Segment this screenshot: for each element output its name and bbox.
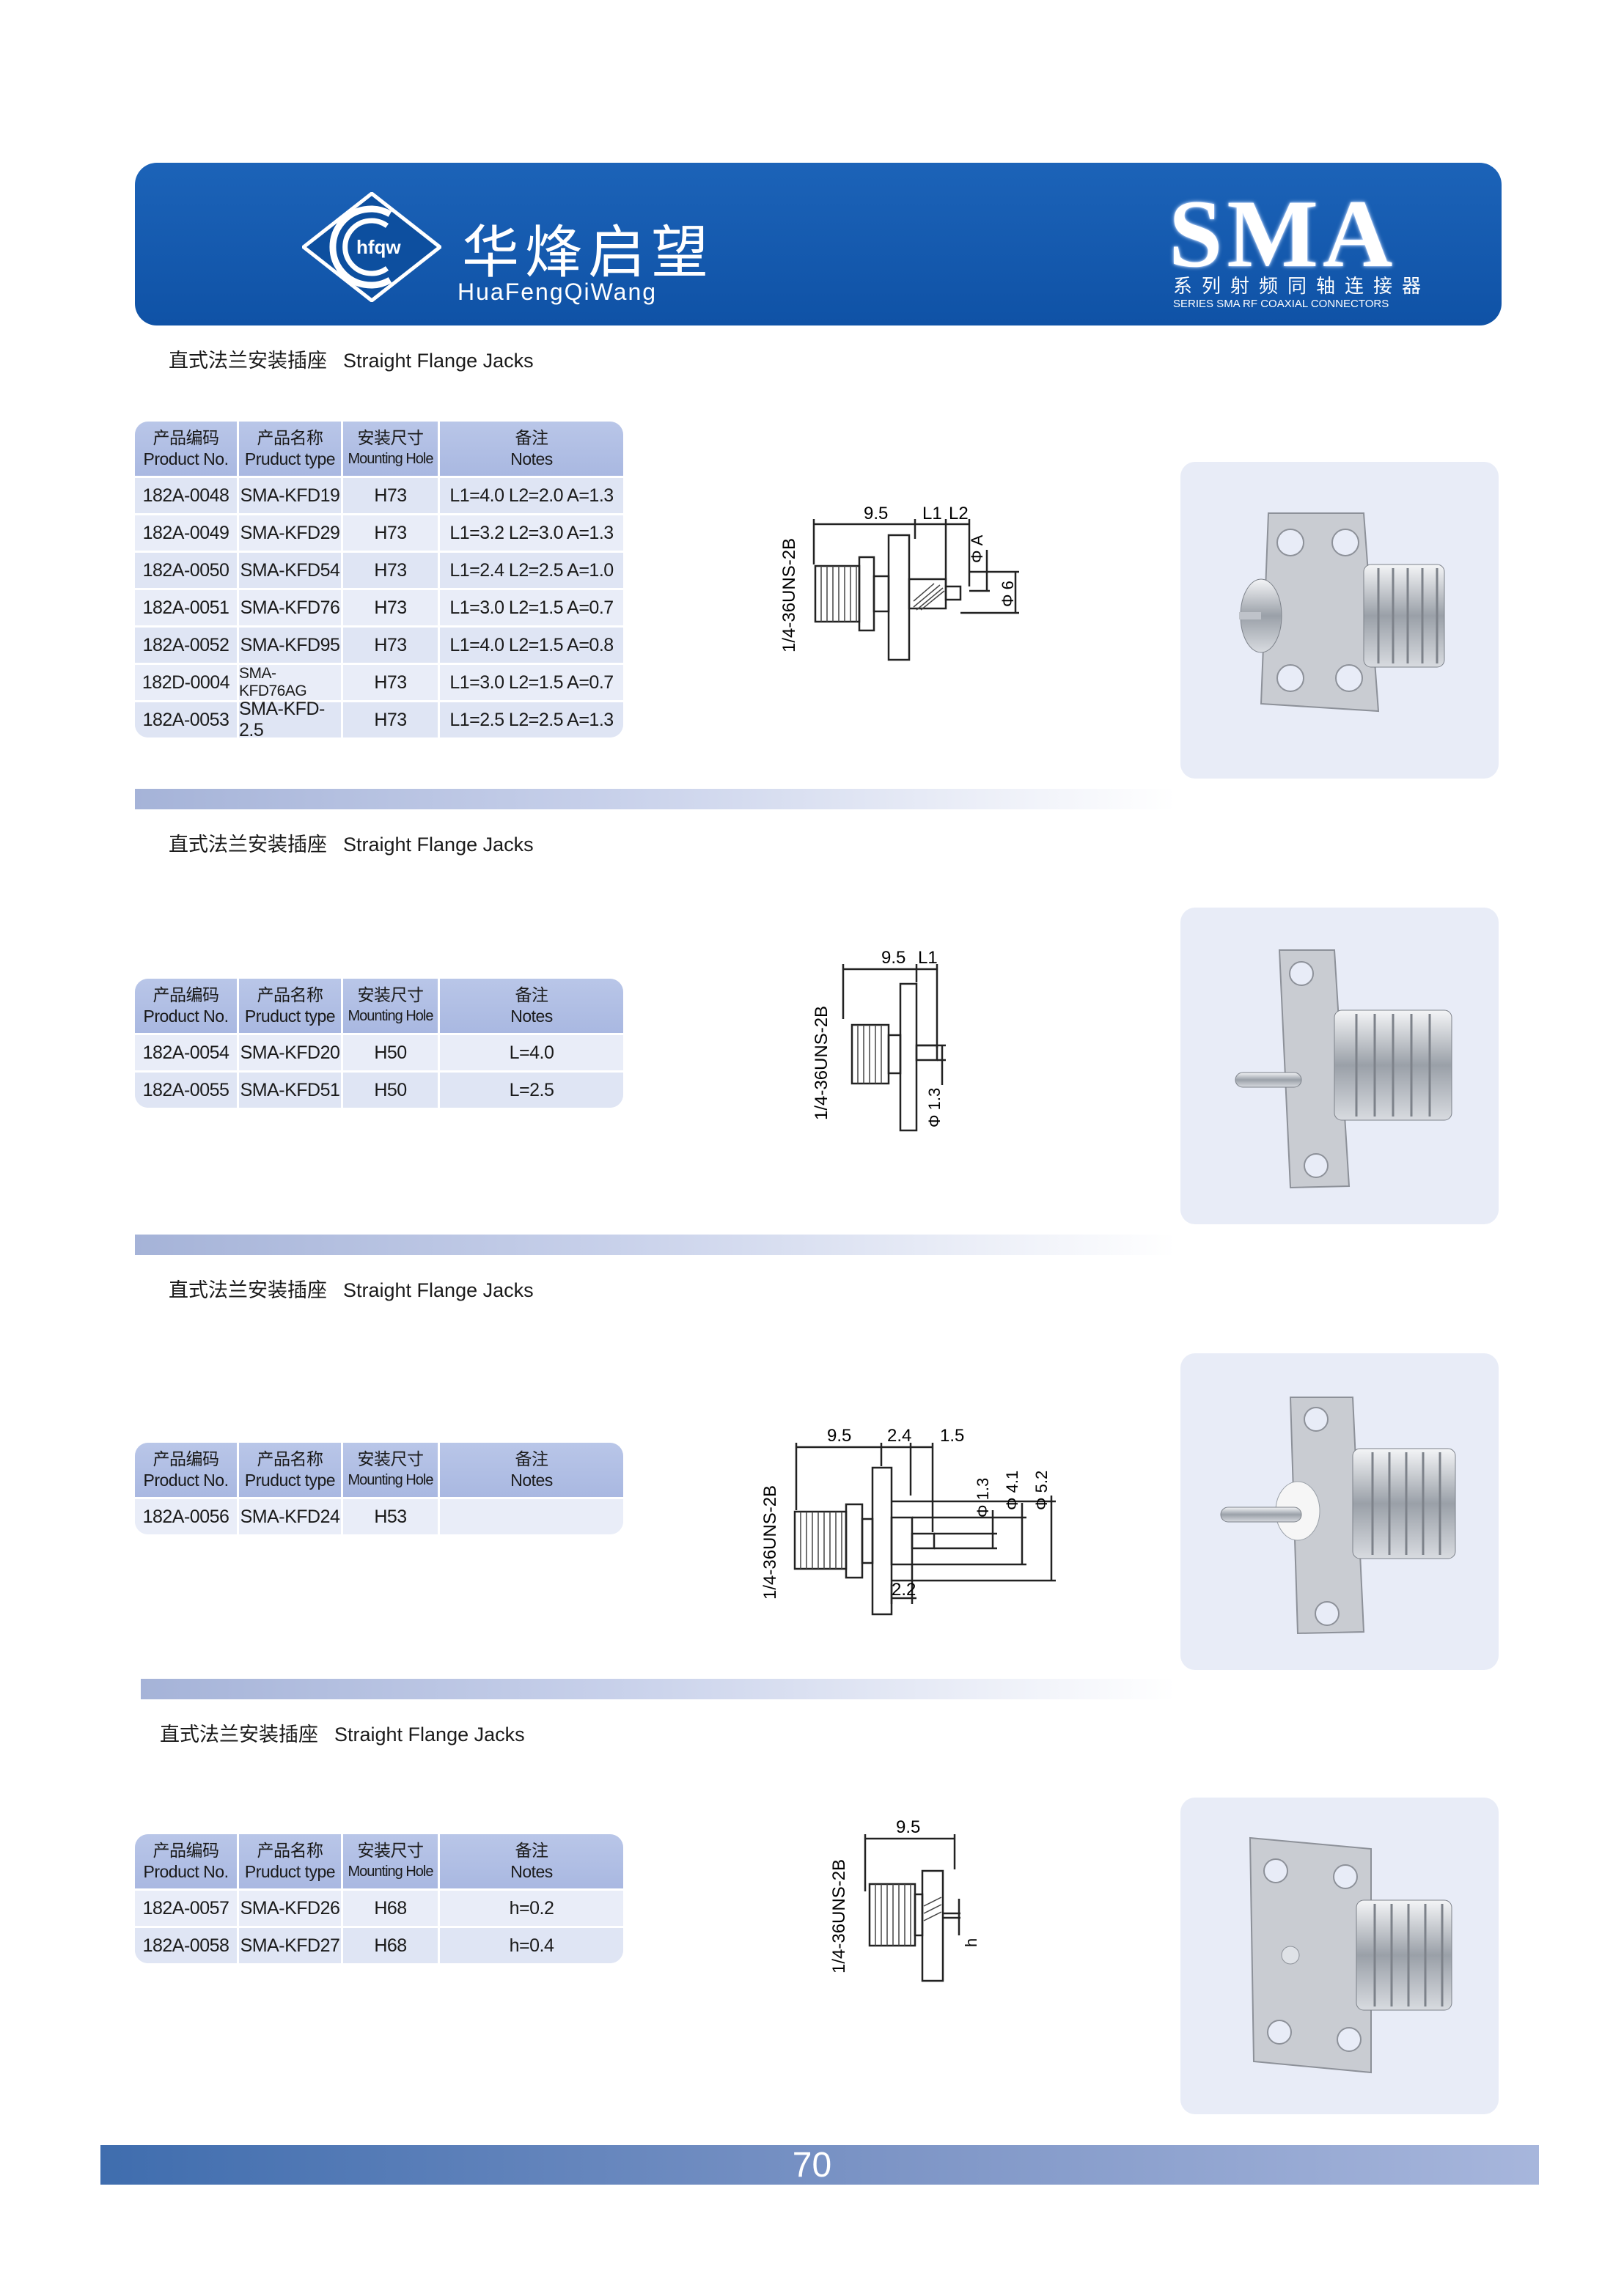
dim-label: 9.5: [864, 504, 888, 523]
dimension-drawing-3: 9.5 2.4 1.5 Φ 1.3 Φ 4.1 Φ 5.2 2.2 1/4-36…: [760, 1426, 1056, 1616]
section-title-en: Straight Flange Jacks: [334, 1724, 525, 1746]
thread-label: 1/4-36UNS-2B: [760, 1485, 780, 1600]
dim-label: Φ 1.3: [974, 1478, 992, 1518]
section-title-en: Straight Flange Jacks: [343, 350, 534, 372]
product-photo-3: [1180, 1353, 1499, 1670]
section-title-cn: 直式法兰安装插座: [169, 834, 327, 856]
logo-text: hfqw: [356, 236, 401, 258]
dim-label: h: [962, 1938, 980, 1947]
connector-image: [1235, 949, 1452, 1189]
series-title-cn: 系列射频同轴连接器: [1173, 275, 1431, 297]
dim-label: 2.2: [892, 1580, 916, 1600]
section-title-cn: 直式法兰安装插座: [169, 350, 327, 372]
section-divider: [141, 1679, 1176, 1699]
thread-label: 1/4-36UNS-2B: [812, 1006, 831, 1120]
series-title-en: SERIES SMA RF COAXIAL CONNECTORS: [1173, 298, 1389, 310]
connector-image: [1249, 1836, 1452, 2074]
header-banner: hfqw 华烽启望 HuaFengQiWang SMA 系列射频同轴连接器 SE…: [135, 163, 1502, 325]
section-3-title: 直式法兰安装插座 Straight Flange Jacks: [169, 1274, 534, 1303]
dim-label: 2.4: [887, 1426, 911, 1446]
series-title: SMA: [1169, 180, 1397, 287]
dimension-drawing-1: 9.5 L1 L2 Φ A Φ 6 1/4-36UNS-2B: [779, 504, 1019, 661]
section-2-title: 直式法兰安装插座 Straight Flange Jacks: [169, 828, 534, 857]
dim-label: Φ 6: [999, 581, 1017, 607]
dim-label: 1.5: [940, 1426, 964, 1446]
dim-label: L2: [949, 504, 969, 523]
connector-image: [1239, 512, 1445, 713]
dimension-drawing-2: 9.5 L1 Φ 1.3 1/4-36UNS-2B: [812, 948, 946, 1132]
connector-image: [1220, 1397, 1456, 1635]
dimension-drawing-4: 9.5 h 1/4-36UNS-2B: [829, 1817, 980, 1982]
section-title-cn: 直式法兰安装插座: [169, 1279, 327, 1301]
section-title-en: Straight Flange Jacks: [343, 1279, 534, 1301]
dim-label: L1: [918, 948, 938, 968]
dim-label: Φ A: [968, 534, 986, 563]
dim-label: 9.5: [881, 948, 905, 968]
product-photo-2: [1180, 908, 1499, 1224]
section-1-title: 直式法兰安装插座 Straight Flange Jacks: [169, 345, 534, 373]
brand-name-en: HuaFengQiWang: [458, 279, 658, 305]
thread-label: 1/4-36UNS-2B: [829, 1859, 849, 1973]
company-logo-icon: hfqw: [302, 192, 441, 302]
dim-label: L1: [922, 504, 942, 523]
section-title-en: Straight Flange Jacks: [343, 834, 534, 856]
brand-name-cn: 华烽启望: [462, 220, 715, 286]
footer-bar: [100, 2145, 1539, 2185]
product-photo-1: [1180, 462, 1499, 779]
section-4-title: 直式法兰安装插座 Straight Flange Jacks: [160, 1718, 525, 1747]
dim-label: Φ 1.3: [925, 1088, 944, 1128]
dim-label: Φ 5.2: [1032, 1471, 1051, 1510]
section-divider: [135, 789, 1176, 809]
thread-label: 1/4-36UNS-2B: [779, 538, 799, 652]
section-divider: [135, 1235, 1176, 1255]
dim-label: 9.5: [827, 1426, 851, 1446]
dim-label: Φ 4.1: [1003, 1471, 1021, 1510]
dim-label: 9.5: [896, 1817, 920, 1837]
product-photo-4: [1180, 1798, 1499, 2114]
section-title-cn: 直式法兰安装插座: [160, 1724, 318, 1746]
page-number: 70: [792, 2146, 832, 2185]
